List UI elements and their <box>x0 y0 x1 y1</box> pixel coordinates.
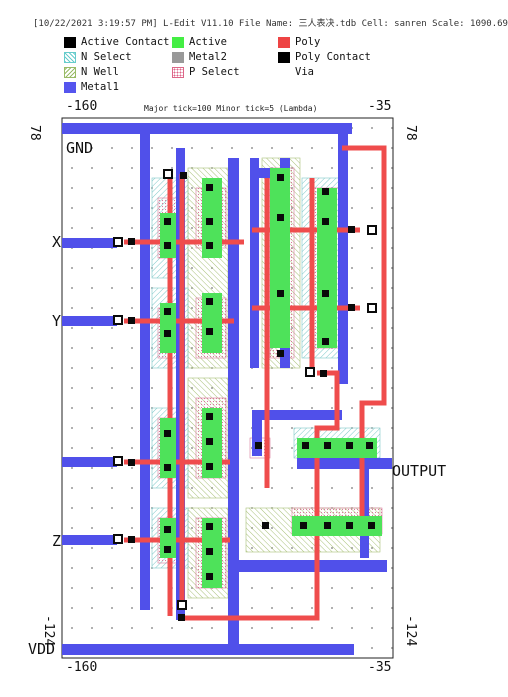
cell-label: Cell: <box>361 19 389 29</box>
ruler-bottom-right: -35 <box>368 660 392 675</box>
ruler-bottom-left: -160 <box>66 660 98 675</box>
legend-item-p-select[interactable]: P Select <box>172 66 240 78</box>
poly-swatch <box>278 36 290 48</box>
timestamp: [10/22/2021 3:19:57 PM] <box>33 19 158 29</box>
pin-z[interactable]: Z <box>52 532 62 550</box>
legend-item-via[interactable]: Via <box>278 66 314 78</box>
p-select-swatch <box>172 66 184 78</box>
legend-item-poly[interactable]: Poly <box>278 36 320 48</box>
n-select-swatch <box>64 51 76 63</box>
tick-info: Major tick=100 Minor tick=5 (Lambda) <box>144 104 318 113</box>
legend-item-n-well[interactable]: N Well <box>64 66 119 78</box>
file-label: File Name: <box>238 19 294 29</box>
ruler-right-top: 78 <box>403 125 418 141</box>
legend-item-n-select[interactable]: N Select <box>64 51 132 63</box>
cell-name: sanren <box>394 19 427 29</box>
pin-vdd[interactable]: VDD <box>28 640 56 658</box>
legend-item-metal2[interactable]: Metal2 <box>172 51 227 63</box>
metal1-swatch <box>64 81 76 93</box>
legend-item-metal1[interactable]: Metal1 <box>64 81 119 93</box>
ruler-right-bottom: -124 <box>403 615 418 647</box>
ruler-top-right: -35 <box>368 99 392 114</box>
file-name: 三人表决.tdb <box>298 19 357 29</box>
pin-gnd[interactable]: GND <box>66 139 94 157</box>
via-swatch <box>278 67 290 78</box>
pin-x[interactable]: X <box>52 233 62 251</box>
layer-legend: Active Contact Active Poly N Select Meta… <box>64 36 394 96</box>
scale-value: 1090.69 <box>470 19 508 29</box>
n-well-swatch <box>64 66 76 78</box>
ruler-top-left: -160 <box>66 99 98 114</box>
scale-label: Scale: <box>432 19 465 29</box>
pin-output[interactable]: OUTPUT <box>392 462 447 480</box>
contacts <box>113 169 377 621</box>
pin-y[interactable]: Y <box>52 312 62 330</box>
metal2-swatch <box>172 51 184 63</box>
app-name: L-Edit V11.10 <box>163 19 234 29</box>
layout-canvas[interactable] <box>61 117 394 659</box>
status-bar: [10/22/2021 3:19:57 PM] L-Edit V11.10 Fi… <box>33 16 508 29</box>
poly-contact-swatch <box>278 51 290 63</box>
active-contact-swatch <box>64 36 76 48</box>
ruler-left-top: 78 <box>27 125 42 141</box>
legend-item-active[interactable]: Active <box>172 36 227 48</box>
legend-item-active-contact[interactable]: Active Contact <box>64 36 170 48</box>
legend-item-poly-contact[interactable]: Poly Contact <box>278 51 371 63</box>
active-swatch <box>172 36 184 48</box>
